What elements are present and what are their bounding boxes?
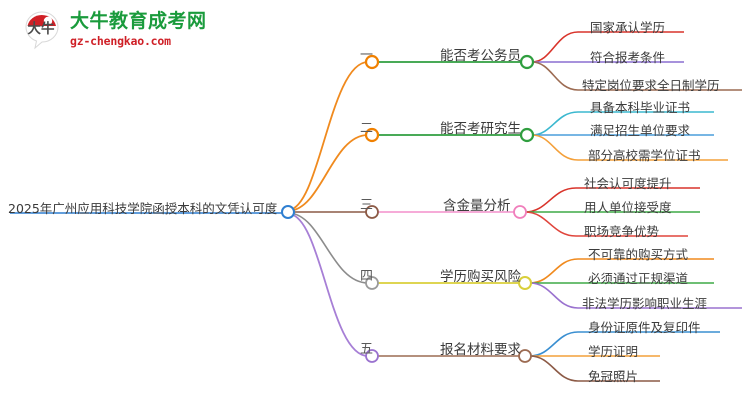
leaf-label-1-2[interactable]: 符合报考条件 <box>590 50 666 65</box>
branch-topic-label-3[interactable]: 含金量分析 <box>443 198 511 214</box>
branch-connector-1 <box>288 61 369 211</box>
leaf-connector-1-3 <box>531 61 579 91</box>
logo-title: 大牛教育成考网 <box>70 10 207 32</box>
leaf-connector-1-1 <box>531 31 579 63</box>
branch-index-node-4[interactable] <box>365 276 379 290</box>
root-topic-label[interactable]: 2025年广州应用科技学院函授本科的文凭认可度 <box>8 201 278 216</box>
leaf-connector-4-1 <box>529 258 579 284</box>
branch-topic-node-1[interactable] <box>519 54 535 70</box>
leaf-label-1-3[interactable]: 特定岗位要求全日制学历 <box>582 78 720 93</box>
branch-index-node-3[interactable] <box>365 205 379 219</box>
branch-topic-node-3[interactable] <box>513 205 527 219</box>
leaf-connector-5-1 <box>529 331 579 357</box>
site-logo: 大牛 大牛教育成考网 gz-chengkao.com <box>22 8 206 52</box>
leaf-label-2-1[interactable]: 具备本科毕业证书 <box>590 100 691 115</box>
root-node[interactable] <box>281 205 295 219</box>
leaf-connector-2-3 <box>531 134 579 161</box>
branch-connector-5 <box>289 213 369 357</box>
leaf-label-1-1[interactable]: 国家承认学历 <box>590 20 666 35</box>
branch-topic-label-1[interactable]: 能否考公务员 <box>440 48 521 64</box>
branch-index-label-2: 二 <box>360 121 374 136</box>
leaf-connector-3-3 <box>524 211 577 237</box>
leaf-label-2-3[interactable]: 部分高校需学位证书 <box>588 148 701 163</box>
logo-domain: gz-chengkao.com <box>70 34 171 48</box>
branch-topic-node-4[interactable] <box>518 276 532 290</box>
leaf-label-4-1[interactable]: 不可靠的购买方式 <box>588 247 689 262</box>
branch-topic-label-5[interactable]: 报名材料要求 <box>440 342 521 358</box>
branch-connector-4 <box>289 212 369 284</box>
branch-connector-2 <box>288 134 369 212</box>
branch-index-node-2[interactable] <box>364 127 380 143</box>
branch-index-label-4: 四 <box>360 269 374 284</box>
logo-mark-icon: 大牛 <box>22 10 62 50</box>
leaf-label-3-3[interactable]: 职场竞争优势 <box>584 224 660 239</box>
leaf-label-3-1[interactable]: 社会认可度提升 <box>584 176 672 191</box>
leaf-label-4-3[interactable]: 非法学历影响职业生涯 <box>582 296 708 311</box>
branch-topic-label-4[interactable]: 学历购买风险 <box>440 269 521 285</box>
leaf-label-2-2[interactable]: 满足招生单位要求 <box>590 123 691 138</box>
branch-topic-node-5[interactable] <box>518 349 532 363</box>
branch-index-label-1: 一 <box>360 48 374 63</box>
branch-index-node-1[interactable] <box>364 54 380 70</box>
leaf-connector-5-3 <box>529 355 579 382</box>
leaf-label-5-1[interactable]: 身份证原件及复印件 <box>588 320 701 335</box>
branch-topic-node-2[interactable] <box>519 127 535 143</box>
leaf-label-4-2[interactable]: 必须通过正规渠道 <box>588 271 689 286</box>
svg-text:大牛: 大牛 <box>28 20 55 37</box>
leaf-connector-4-3 <box>529 282 579 309</box>
leaf-label-5-3[interactable]: 免冠照片 <box>588 369 639 384</box>
leaf-label-3-2[interactable]: 用人单位接受度 <box>584 200 672 215</box>
branch-index-label-3: 三 <box>360 198 374 213</box>
branch-topic-label-2[interactable]: 能否考研究生 <box>440 121 521 137</box>
leaf-label-5-2[interactable]: 学历证明 <box>588 344 639 359</box>
logo-text: 大牛教育成考网 gz-chengkao.com <box>70 10 207 49</box>
branch-index-label-5: 五 <box>360 342 374 357</box>
leaf-connector-2-1 <box>531 111 579 136</box>
leaf-connector-3-1 <box>524 187 577 213</box>
branch-index-node-5[interactable] <box>365 349 379 363</box>
